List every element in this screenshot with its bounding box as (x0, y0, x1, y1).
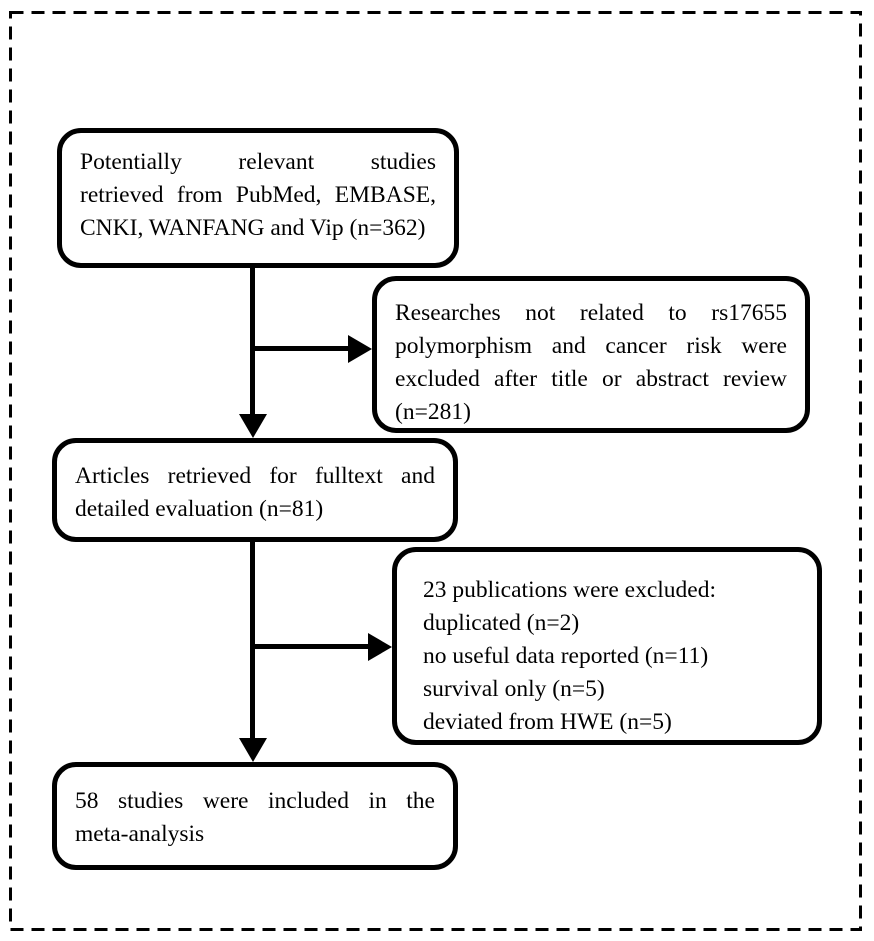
box-excluded-title-abstract-review: Researches not related to rs17655 polymo… (372, 276, 810, 433)
box-excluded-publications: 23 publications were excluded: duplicate… (392, 547, 822, 745)
text-line: Potentially relevant studies (80, 149, 436, 175)
text-line: survival only (n=5) (423, 676, 605, 702)
text-line: Articles retrieved for fulltext and (75, 463, 435, 489)
text-line: excluded after title or abstract review (395, 366, 787, 392)
text-line: Researches not related to rs17655 (395, 300, 787, 326)
text-line: meta-analysis (75, 821, 205, 847)
text-line: 23 publications were excluded: (423, 577, 717, 603)
text-line: detailed evaluation (n=81) (75, 496, 324, 522)
box-included-studies: 58 studies were included in the meta-ana… (52, 762, 458, 870)
arrow-to-fulltext-exclusion-head (368, 633, 392, 661)
arrow-to-title-abstract-exclusion-head (348, 335, 372, 363)
arrow-fulltext-to-included-head (239, 738, 267, 762)
text-line: deviated from HWE (n=5) (423, 709, 672, 735)
text-line: retrieved from PubMed, EMBASE, (80, 182, 436, 208)
arrow-to-title-abstract-exclusion-line (250, 346, 352, 351)
arrow-to-fulltext-exclusion-line (250, 644, 372, 649)
text-line: CNKI, WANFANG and Vip (n=362) (80, 215, 426, 241)
box-potentially-relevant-studies: Potentially relevant studies retrieved f… (57, 128, 459, 268)
text-line: polymorphism and cancer risk were (395, 333, 787, 359)
text-line: (n=281) (395, 399, 471, 425)
box-fulltext-evaluation: Articles retrieved for fulltext and deta… (52, 438, 458, 542)
text-line: 58 studies were included in the (75, 788, 435, 814)
arrow-identification-to-fulltext-line (250, 268, 255, 418)
arrow-identification-to-fulltext-head (239, 414, 267, 438)
arrow-fulltext-to-included-line (250, 542, 255, 740)
text-line: duplicated (n=2) (423, 610, 580, 636)
text-line: no useful data reported (n=11) (423, 643, 709, 669)
